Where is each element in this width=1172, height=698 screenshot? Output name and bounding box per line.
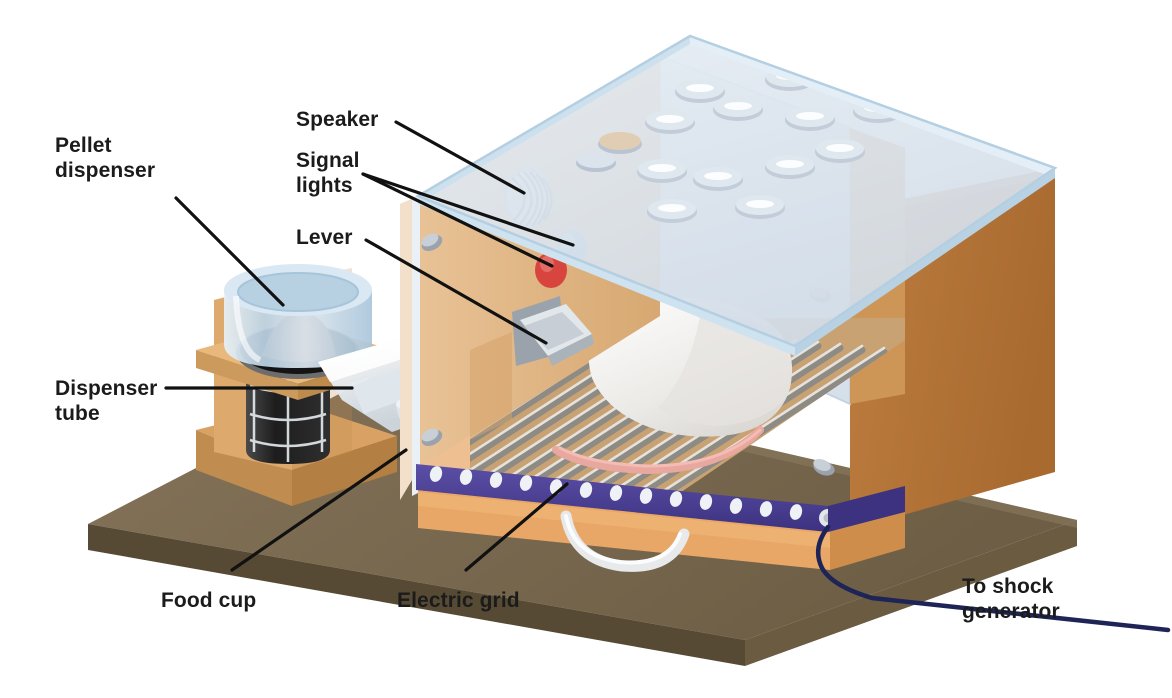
front-skirt: [418, 478, 905, 572]
label-speaker: Speaker: [296, 108, 379, 131]
chamber-lid: [415, 34, 1058, 356]
rat-tail: [552, 426, 764, 475]
grid-front-rail: [416, 464, 905, 532]
lever[interactable]: [512, 296, 594, 366]
leader-lever: [364, 238, 548, 345]
leader-signal-light-red: [361, 172, 554, 268]
label-lever: Lever: [296, 226, 353, 249]
leader-electric-grid: [464, 482, 569, 572]
label-signal-lights: Signal lights: [296, 149, 360, 197]
label-dispenser-tube: Dispenser tube: [55, 377, 158, 425]
leader-pellet-dispenser: [174, 196, 285, 307]
front-glass-edge: [412, 198, 420, 496]
leader-lines: [164, 120, 575, 572]
label-food-cup: Food cup: [161, 589, 257, 612]
label-pellet-dispenser: Pellet dispenser: [55, 134, 156, 182]
shock-wire: [815, 524, 1171, 633]
leader-food-cup: [230, 448, 408, 572]
label-electric-grid: Electric grid: [397, 589, 520, 612]
leader-signal-light-blue: [361, 172, 575, 247]
leader-speaker: [394, 120, 526, 195]
pellet-hopper: [224, 264, 372, 368]
label-to-shock-generator: To shock generator: [962, 575, 1060, 623]
